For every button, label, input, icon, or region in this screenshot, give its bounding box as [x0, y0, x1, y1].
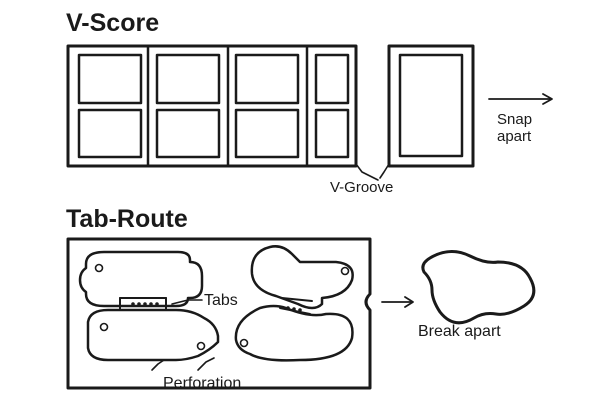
perforation-hole: [149, 302, 153, 306]
vscore-board: [314, 53, 350, 105]
mounting-hole: [94, 263, 104, 273]
vgroove-pointer: [379, 163, 390, 179]
snap-label-line1: Snap: [497, 111, 532, 128]
tabroute-board-bottom-right: [234, 304, 354, 362]
break-label: Break apart: [418, 323, 501, 340]
tab-right: [279, 297, 313, 315]
vgroove-label: V-Groove: [330, 179, 393, 196]
vscore-panel-outline: [66, 44, 358, 168]
snap-arrowhead: [542, 93, 553, 105]
vscore-board: [234, 108, 300, 159]
perforation-hole: [292, 307, 296, 311]
tabroute-board-top-left: [78, 250, 204, 308]
vscore-board: [155, 108, 221, 159]
vscore-board: [77, 53, 143, 105]
tabroute-board-top-right: [250, 245, 354, 310]
vscore-board: [155, 53, 221, 105]
vgroove-pointer: [355, 163, 379, 181]
perforation-pointer: [197, 357, 215, 371]
tabroute-separated-board: [421, 250, 536, 325]
tab-right-edge: [281, 297, 313, 302]
tabs-label: Tabs: [204, 292, 238, 309]
vscore-board: [77, 108, 143, 159]
perforation-hole: [155, 302, 159, 306]
tab-left: [119, 297, 167, 311]
perforation-hole: [143, 302, 147, 306]
tabroute-board-bottom-left: [86, 308, 220, 362]
mounting-hole: [340, 266, 350, 276]
vscore-board: [234, 53, 300, 105]
tab-right-edge: [279, 307, 311, 315]
mounting-hole: [196, 341, 206, 351]
perforation-hole: [131, 302, 135, 306]
snap-label-line2: apart: [497, 128, 532, 145]
vscore-board: [314, 108, 350, 159]
vscore-panel: [66, 44, 358, 168]
mounting-hole: [239, 338, 249, 348]
vscore-separated-outline: [387, 44, 475, 168]
tabroute-title: Tab-Route: [66, 205, 188, 233]
perforation-hole: [286, 306, 290, 310]
tabs-pointer: [171, 299, 203, 305]
vscore-separated-inner: [398, 53, 464, 158]
perforation-pointer: [151, 359, 165, 371]
perforation-hole: [137, 302, 141, 306]
vscore-separated-board: [387, 44, 475, 168]
perforation-label: Perforation: [163, 375, 241, 392]
tabroute-panel: [66, 237, 372, 390]
tabroute-panel-outline: [66, 237, 372, 390]
vscore-title: V-Score: [66, 9, 159, 37]
perforation-hole: [298, 308, 302, 312]
mounting-hole: [99, 322, 109, 332]
break-arrowhead: [404, 296, 414, 308]
